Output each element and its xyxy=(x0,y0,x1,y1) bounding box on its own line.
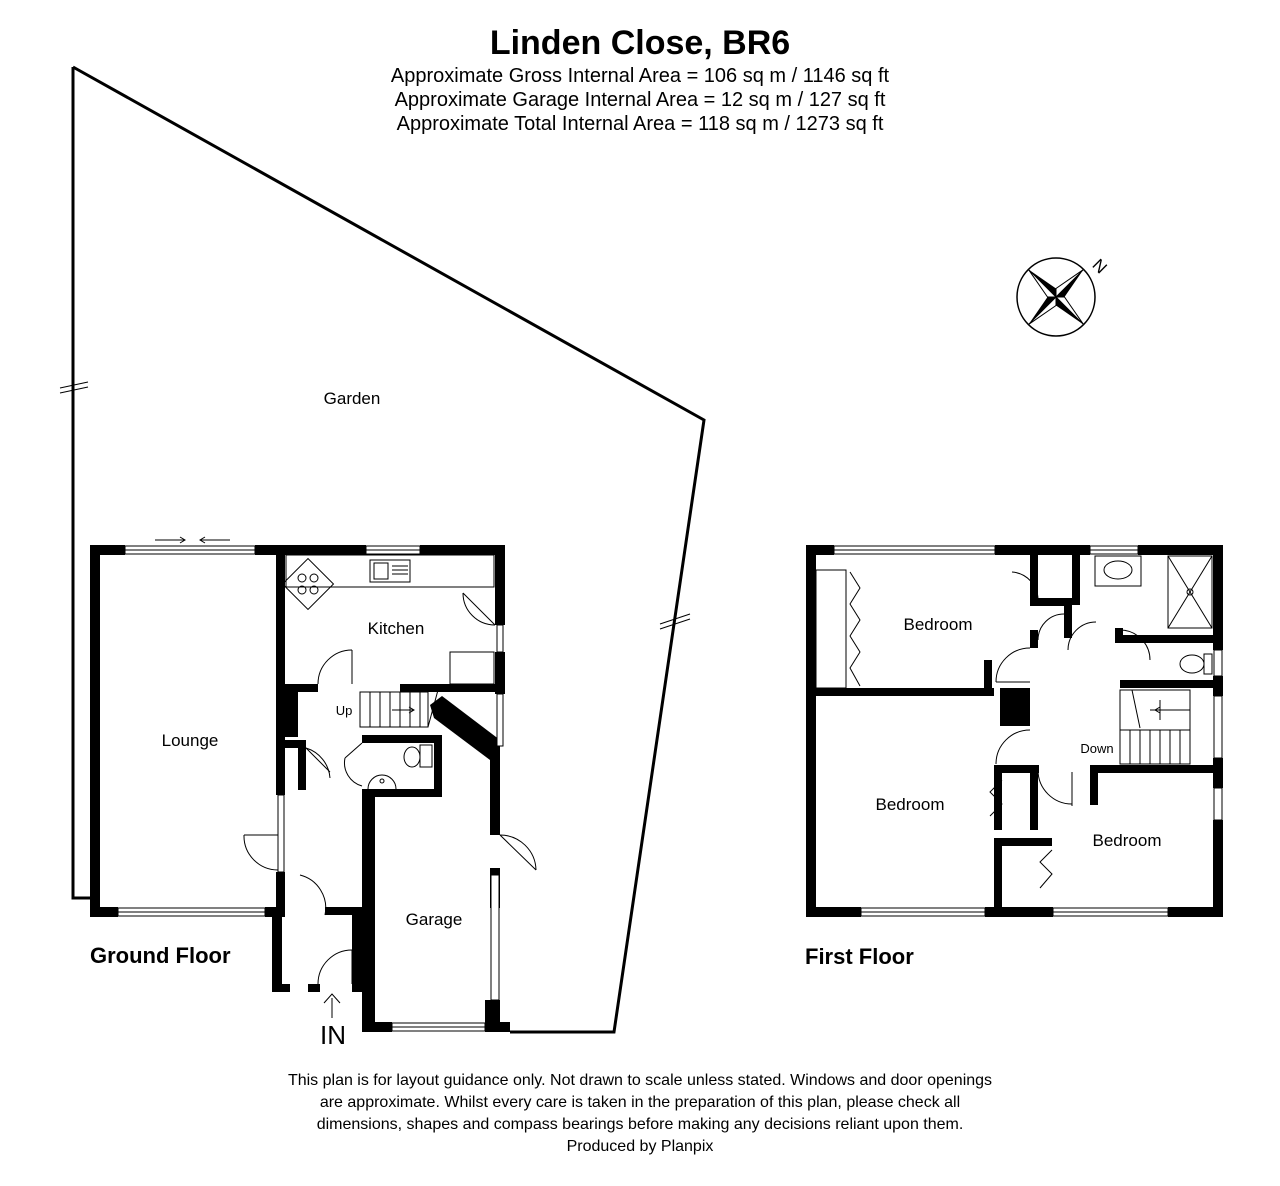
bedroom-2-label: Bedroom xyxy=(876,795,945,814)
first-floor-fittings xyxy=(815,545,1223,917)
bedroom-3-label: Bedroom xyxy=(1093,831,1162,850)
disclaimer-line-1: This plan is for layout guidance only. N… xyxy=(287,1072,993,1089)
disclaimer-line-3: dimensions, shapes and compass bearings … xyxy=(316,1116,964,1133)
garage-label: Garage xyxy=(406,910,463,929)
kitchen-label: Kitchen xyxy=(368,619,425,638)
entrance-label: IN xyxy=(320,1020,346,1050)
producer-credit: Produced by Planpix xyxy=(566,1138,714,1155)
disclaimer-line-2: are approximate. Whilst every care is ta… xyxy=(319,1094,961,1111)
garden-label: Garden xyxy=(324,389,381,408)
gross-area-line: Approximate Gross Internal Area = 106 sq… xyxy=(390,65,890,87)
garden-boundary xyxy=(59,65,706,1034)
lounge-label: Lounge xyxy=(162,731,219,750)
first-floor-label: First Floor xyxy=(805,944,914,969)
garage-area-line: Approximate Garage Internal Area = 12 sq… xyxy=(394,89,886,111)
compass-rose-icon xyxy=(1016,257,1096,337)
stairs-down-label: Down xyxy=(1080,741,1113,756)
ground-floor-walls xyxy=(90,545,510,1032)
compass-north-label: N xyxy=(1089,255,1111,277)
first-floor-walls xyxy=(806,545,1223,917)
ground-floor-fittings xyxy=(117,536,537,1032)
ground-floor-label: Ground Floor xyxy=(90,943,231,968)
plan-header: Linden Close, BR6 Approximate Gross Inte… xyxy=(0,22,1280,136)
total-area-line: Approximate Total Internal Area = 118 sq… xyxy=(396,113,884,135)
plan-title: Linden Close, BR6 xyxy=(489,24,791,62)
bedroom-1-label: Bedroom xyxy=(904,615,973,634)
stairs-up-label: Up xyxy=(336,703,353,718)
disclaimer: This plan is for layout guidance only. N… xyxy=(0,1070,1280,1158)
